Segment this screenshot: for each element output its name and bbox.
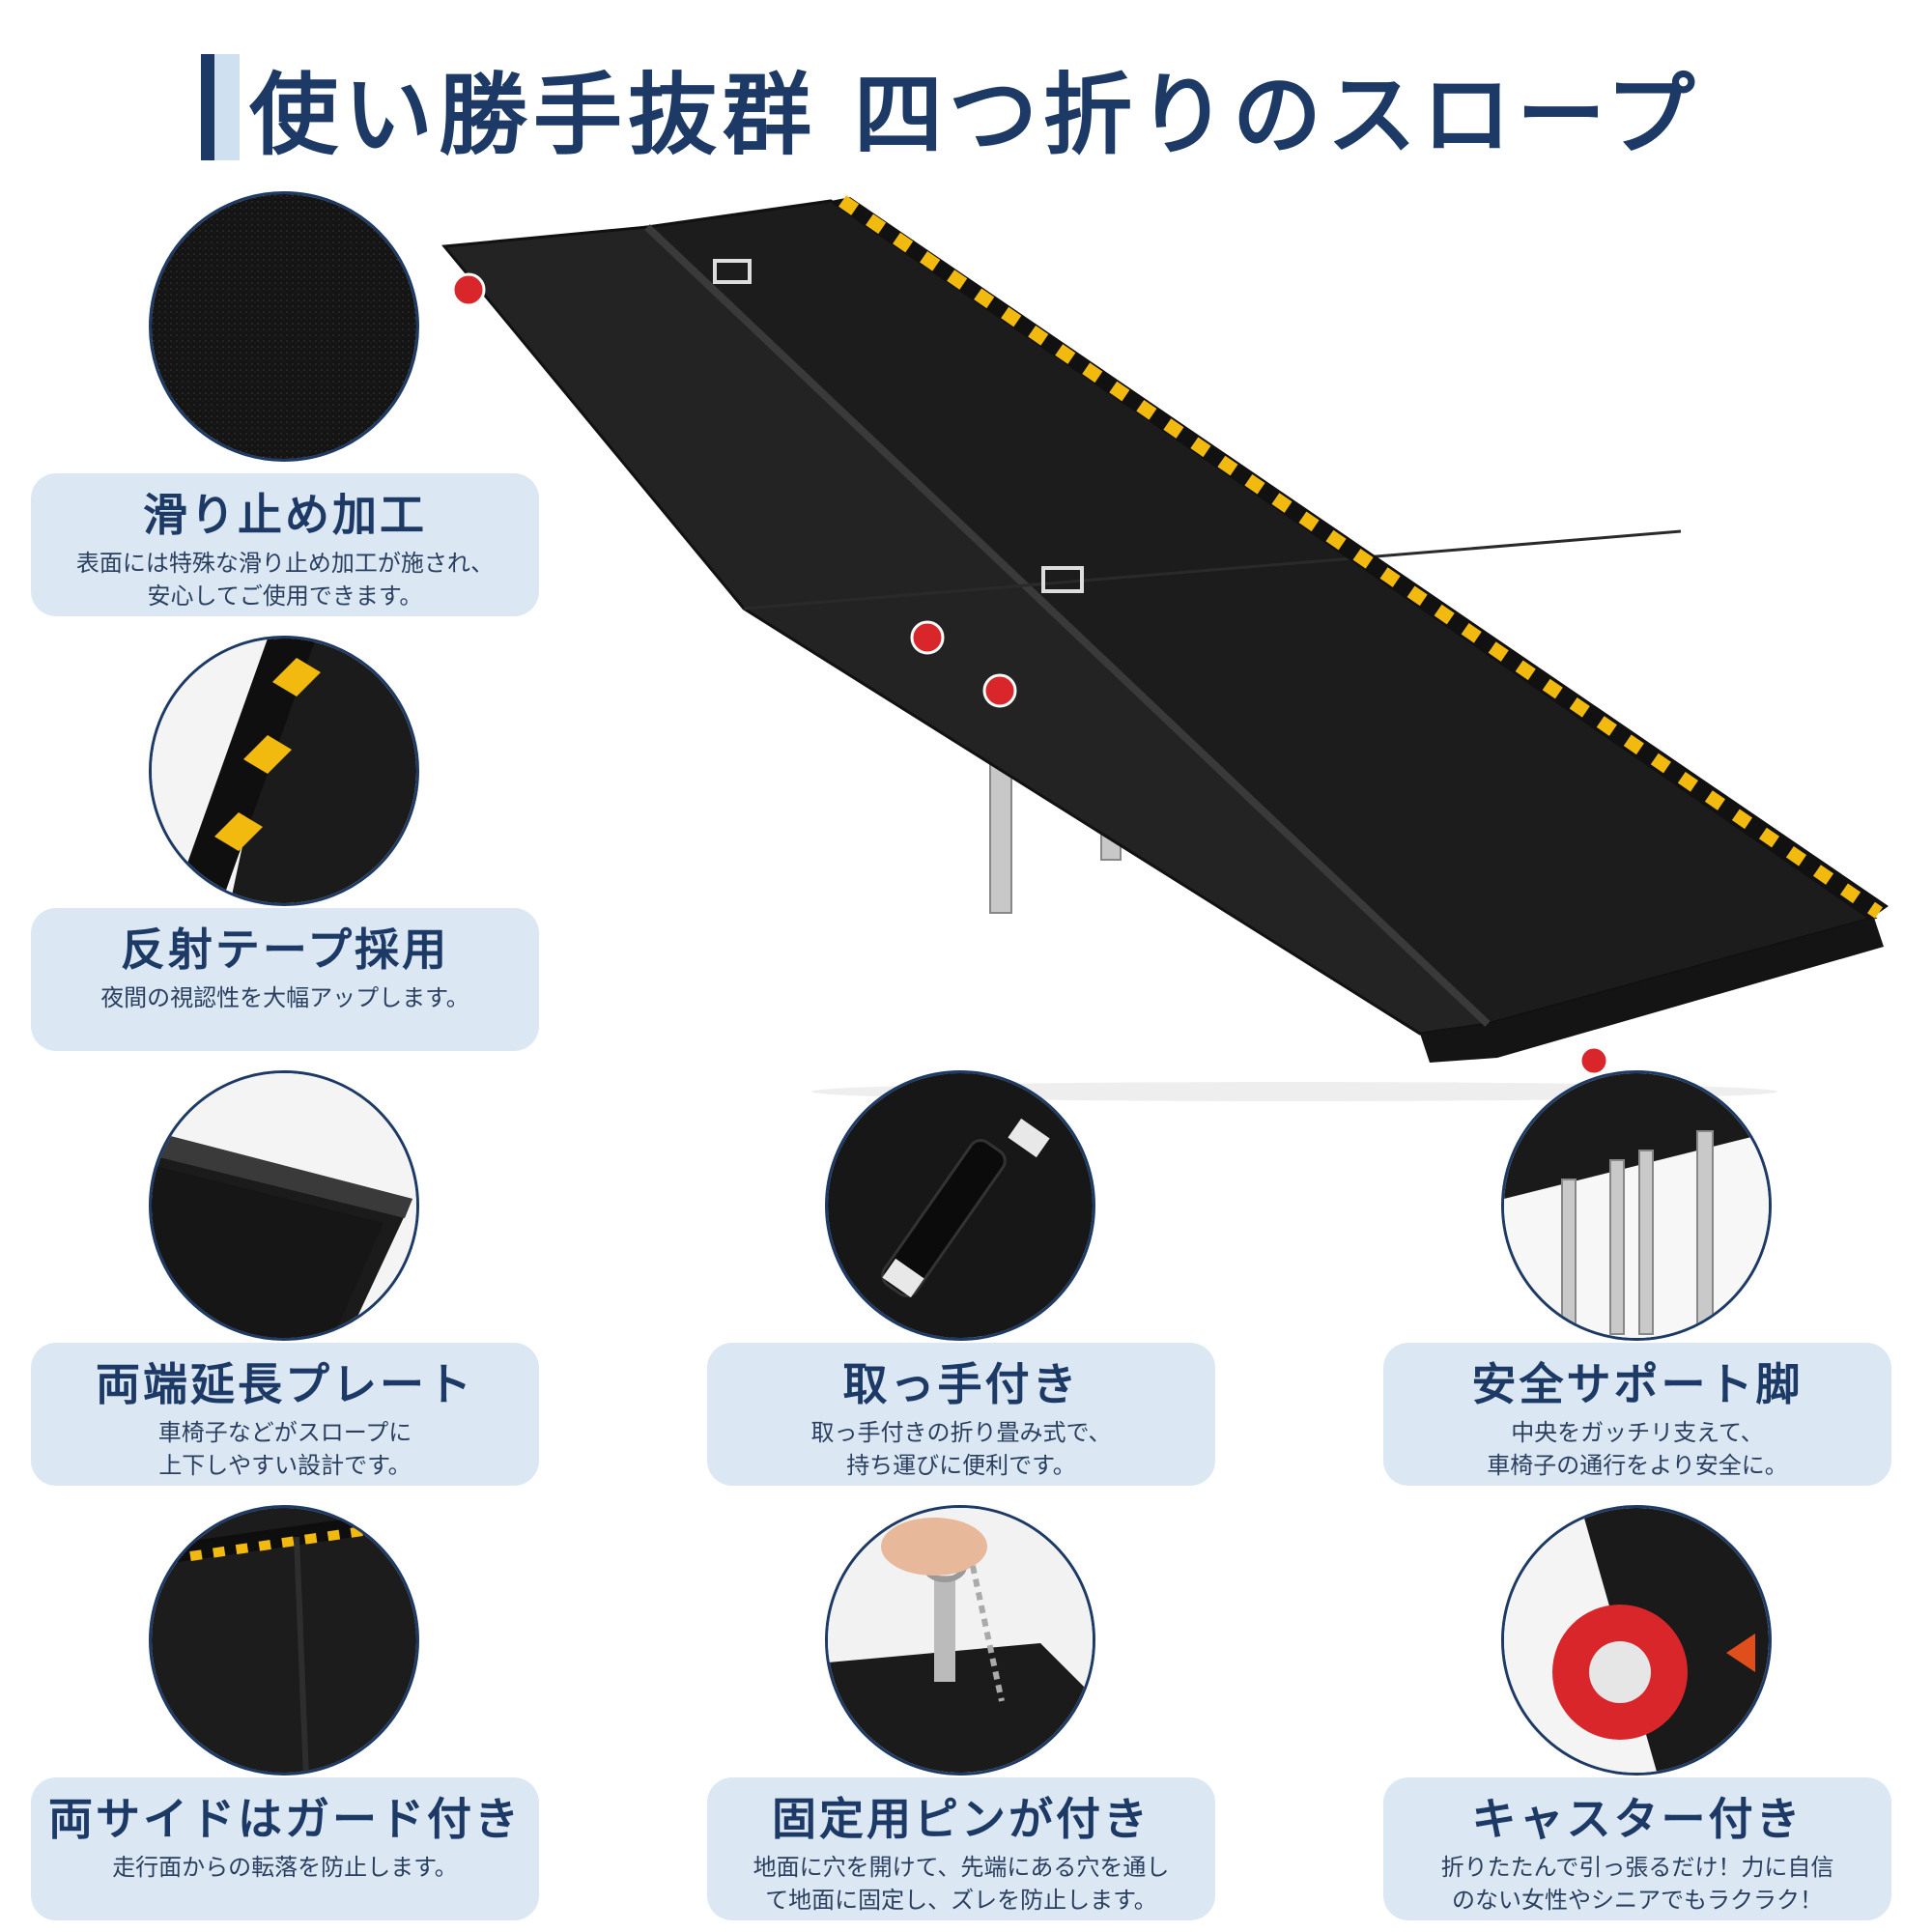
title-accent-bar [201, 54, 214, 160]
reflective-tape-strip [831, 195, 1889, 920]
page-title: 使い勝手抜群 四つ折りのスロープ [249, 62, 1701, 167]
ramp-product-image [441, 195, 1889, 1101]
feature-description: 折りたたんで引っ張るだけ！力に自信 のない女性やシニアでもラクラク！ [1440, 1854, 1834, 1914]
feature-card-side-guards: 両サイドはガード付き 走行面からの転落を防止します。 [31, 1777, 539, 1920]
feature-description: 車椅子などがスロープに 上下しやすい設計です。 [157, 1419, 412, 1479]
extension-plate-image [149, 1070, 419, 1341]
feature-description: 取っ手付きの折り畳み式で、 持ち運びに便利です。 [810, 1419, 1112, 1479]
feature-card-support-legs: 安全サポート脚 中央をガッチリ支えて、 車椅子の通行をより安全に。 [1383, 1343, 1891, 1486]
feature-description: 表面には特殊な滑り止め加工が施され、 安心してご使用できます。 [75, 550, 495, 610]
feature-description: 地面に穴を開けて、先端にある穴を通し て地面に固定し、ズレを防止します。 [753, 1854, 1170, 1914]
feature-heading: 両端延長プレート [96, 1358, 474, 1410]
feature-card-anti-slip: 滑り止め加工 表面には特殊な滑り止め加工が施され、 安心してご使用できます。 [31, 473, 539, 616]
page-title-block: 使い勝手抜群 四つ折りのスロープ [201, 54, 1701, 167]
caster-wheel [451, 272, 1609, 1076]
title-accent-bar-light [214, 54, 240, 160]
feature-card-fixing-pin: 固定用ピンが付き 地面に穴を開けて、先端にある穴を通し て地面に固定し、ズレを防… [707, 1777, 1215, 1920]
ramp-handle [1041, 566, 1084, 593]
feature-description: 中央をガッチリ支えて、 車椅子の通行をより安全に。 [1487, 1419, 1788, 1479]
casters-image [1501, 1505, 1772, 1776]
anti-slip-surface-image [149, 191, 419, 462]
reflective-tape-image [149, 636, 419, 906]
side-guards-image [149, 1505, 419, 1776]
feature-card-carry-handle: 取っ手付き 取っ手付きの折り畳み式で、 持ち運びに便利です。 [707, 1343, 1215, 1486]
feature-card-casters: キャスター付き 折りたたんで引っ張るだけ！力に自信 のない女性やシニアでもラクラ… [1383, 1777, 1891, 1920]
ramp-handle [713, 259, 752, 284]
feature-heading: 両サイドはガード付き [48, 1793, 522, 1845]
support-legs-image [1501, 1070, 1772, 1341]
feature-card-extension-plate: 両端延長プレート 車椅子などがスロープに 上下しやすい設計です。 [31, 1343, 539, 1486]
feature-card-reflective-tape: 反射テープ採用 夜間の視認性を大幅アップします。 [31, 908, 539, 1051]
feature-heading: 反射テープ採用 [120, 923, 450, 976]
fixing-pin-image [825, 1505, 1095, 1776]
feature-description: 夜間の視認性を大幅アップします。 [100, 984, 469, 1011]
carry-handle-image [825, 1070, 1095, 1341]
feature-description: 走行面からの転落を防止します。 [112, 1854, 458, 1881]
feature-heading: 安全サポート脚 [1471, 1358, 1804, 1410]
feature-heading: 固定用ピンが付き [772, 1793, 1151, 1845]
feature-heading: 滑り止め加工 [143, 489, 427, 541]
feature-heading: 取っ手付き [842, 1358, 1080, 1410]
ramp-end-plate [1420, 918, 1884, 1063]
feature-heading: キャスター付き [1471, 1793, 1804, 1845]
